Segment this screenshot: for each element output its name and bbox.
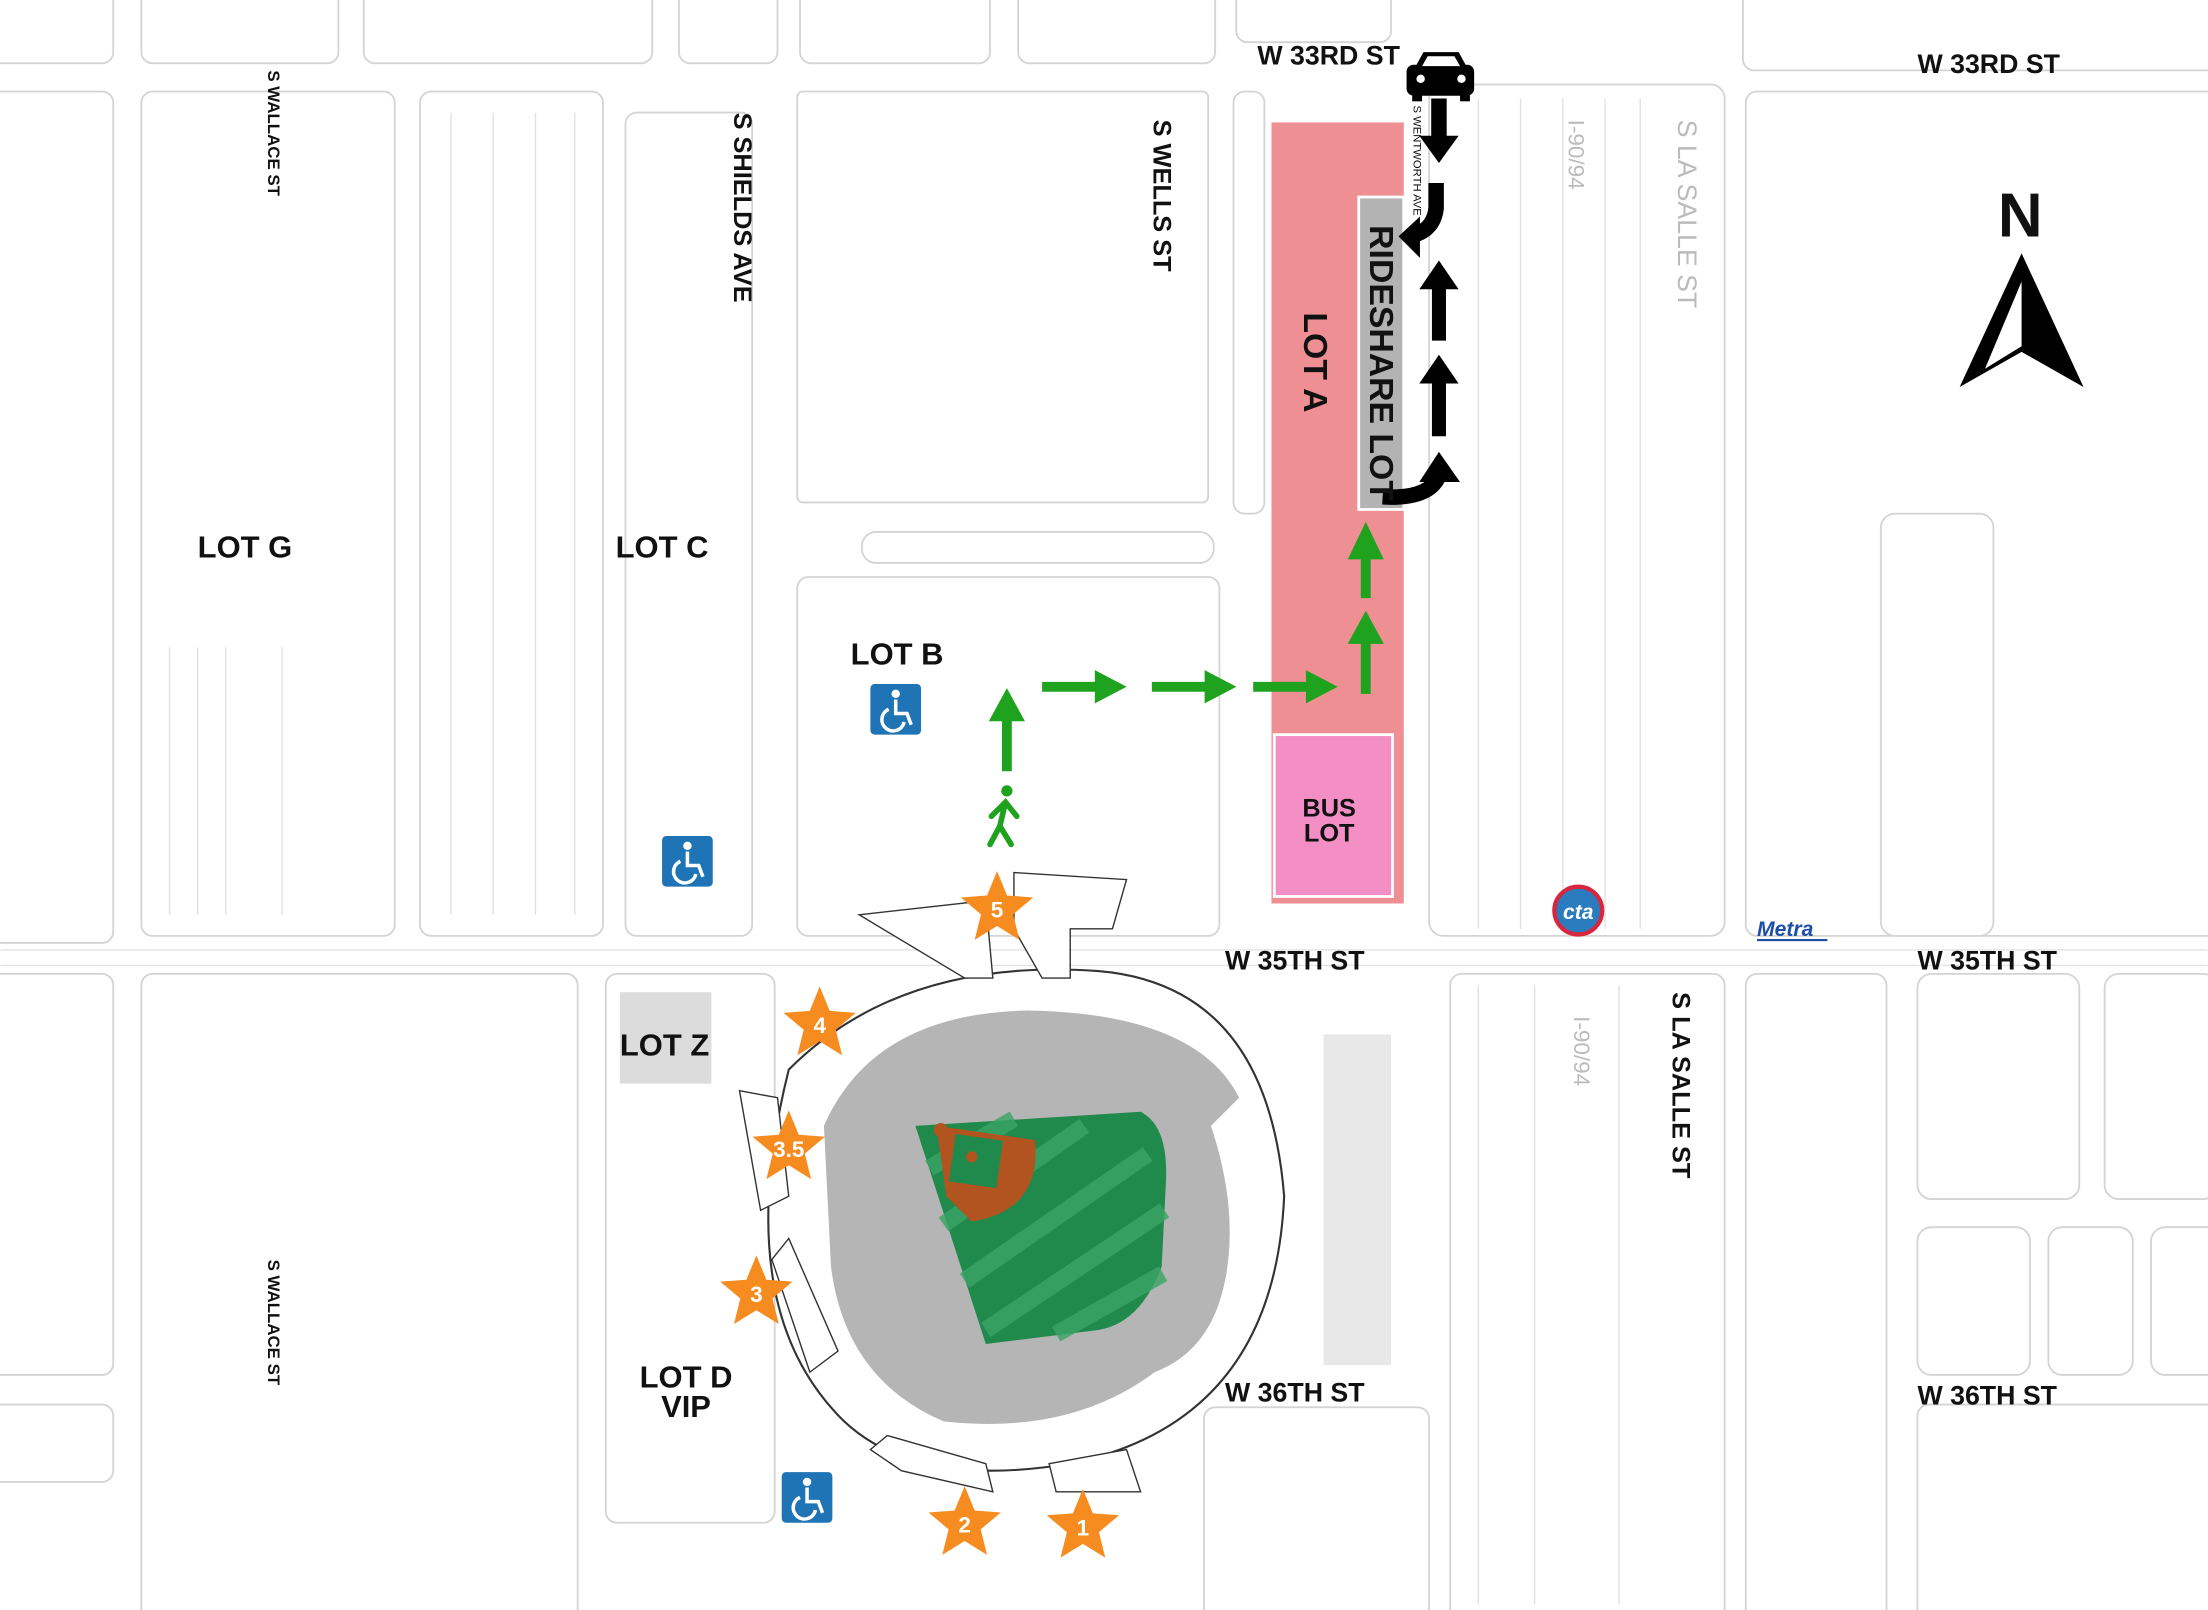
north-arrow-icon: N xyxy=(1959,181,2084,388)
highway-label: I-90/94 xyxy=(1563,120,1588,190)
gate-star-icon[interactable]: 1 xyxy=(1046,1488,1120,1558)
bus-lot-label-2: LOT xyxy=(1304,820,1355,848)
gate-star-icon[interactable]: 3.5 xyxy=(752,1110,825,1180)
lot-area-east xyxy=(1323,1034,1392,1366)
street-label: S WENTWORTH AVE xyxy=(1411,106,1423,217)
lot-g-label: LOT G xyxy=(198,529,293,564)
rideshare-lot-area[interactable] xyxy=(1357,195,1406,511)
street-label: W 33RD ST xyxy=(1917,49,2060,79)
street-label: S LA SALLE ST xyxy=(1667,992,1695,1179)
svg-text:Metra: Metra xyxy=(1757,918,1814,941)
lot-d-label: LOT D xyxy=(640,1360,733,1395)
gate-star-icon[interactable]: 5 xyxy=(960,871,1034,940)
lot-d-vip-label: VIP xyxy=(661,1389,711,1424)
street-label: W 35TH ST xyxy=(1917,946,2057,976)
lot-z-area[interactable] xyxy=(619,992,712,1084)
gate-star-icon[interactable]: 4 xyxy=(783,986,856,1056)
gate-number: 3.5 xyxy=(773,1137,804,1162)
street-label: S WALLACE ST xyxy=(264,1260,283,1386)
wheelchair-icon xyxy=(662,835,713,887)
gate-number: 5 xyxy=(991,898,1004,923)
lot-a-label: LOT A xyxy=(1296,312,1334,412)
rideshare-lot-label: RIDESHARE LOT xyxy=(1362,225,1400,501)
lot-c-label: LOT C xyxy=(616,529,709,564)
street-label: S WELLS ST xyxy=(1147,120,1175,272)
walking-route-arrows xyxy=(988,521,1384,772)
metra-logo[interactable]: Metra xyxy=(1757,918,1828,942)
highway-label: I-90/94 xyxy=(1569,1016,1594,1086)
wheelchair-icon xyxy=(870,683,922,735)
street-label: S WALLACE ST xyxy=(264,70,283,196)
cta-logo[interactable]: cta xyxy=(1552,884,1605,937)
bus-lot-label: BUS xyxy=(1302,794,1355,822)
svg-text:N: N xyxy=(1998,181,2043,250)
stadium xyxy=(738,871,1286,1493)
lot-z-label: LOT Z xyxy=(620,1028,709,1063)
lot-b-label: LOT B xyxy=(851,636,944,671)
street-label: S LA SALLE ST xyxy=(1672,120,1702,309)
street-label: W 35TH ST xyxy=(1225,946,1365,976)
gate-number: 3 xyxy=(750,1282,763,1307)
gate-number: 2 xyxy=(958,1513,971,1538)
gate-number: 1 xyxy=(1077,1515,1090,1540)
street-label: W 33RD ST xyxy=(1257,41,1400,71)
gate-star-icon[interactable]: 2 xyxy=(928,1486,1001,1555)
pedestrian-icon xyxy=(987,785,1020,848)
street-label: S SHIELDS AVE xyxy=(728,113,756,303)
gate-number: 4 xyxy=(813,1013,826,1038)
street-label: W 36TH ST xyxy=(1917,1381,2057,1411)
street-label: W 36TH ST xyxy=(1225,1378,1365,1408)
wheelchair-icon xyxy=(781,1472,833,1523)
rideshare-route-arrows xyxy=(1382,98,1461,505)
gate-star-icon[interactable]: 3 xyxy=(720,1255,793,1325)
car-icon xyxy=(1406,52,1475,102)
svg-text:cta: cta xyxy=(1563,901,1594,924)
bus-lot-area[interactable] xyxy=(1272,733,1394,898)
